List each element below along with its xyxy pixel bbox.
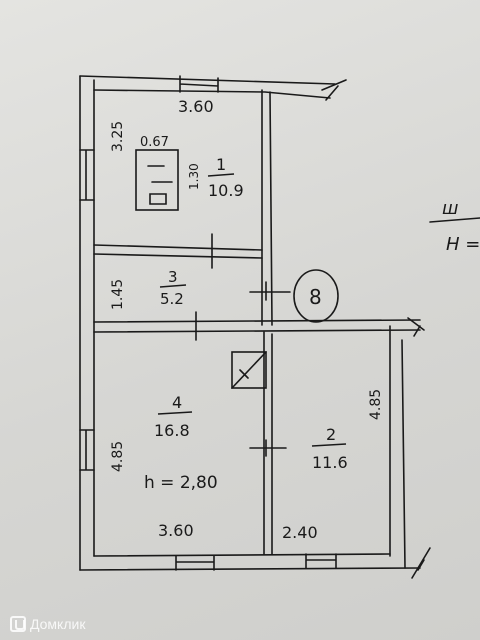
dim-stove-width: 0.67	[140, 135, 169, 150]
break-mark-right	[407, 317, 425, 337]
door-room2	[249, 439, 287, 457]
window-left-1	[79, 149, 95, 201]
watermark-label: Домклик	[30, 616, 86, 632]
room-4-number: 4	[172, 393, 182, 412]
outer-wall-top	[79, 75, 336, 99]
door-entrance	[249, 281, 291, 301]
dim-room3-height: 1.45	[110, 279, 126, 310]
domclick-logo-icon	[10, 616, 26, 632]
wall-room4-room2	[263, 331, 273, 555]
outer-wall-left	[79, 75, 95, 571]
dim-right-height: 4.85	[368, 389, 384, 420]
watermark: Домклик	[10, 616, 85, 632]
wall-room1-room3	[93, 244, 263, 259]
dim-bottom-left: 3.60	[158, 521, 194, 540]
entrance-oval	[293, 269, 339, 323]
room-1-number: 1	[216, 155, 226, 174]
room-1-area: 10.9	[208, 181, 244, 200]
window-bottom-2	[305, 553, 337, 569]
margin-note-line	[429, 217, 480, 223]
dim-room1-height: 3.25	[110, 121, 126, 152]
outer-wall-bottom	[79, 553, 421, 571]
dim-top-width: 3.60	[178, 97, 214, 116]
window-top	[179, 75, 219, 93]
wall-room1-right	[261, 89, 273, 326]
room-3-area: 5.2	[160, 290, 184, 308]
chimney-box	[231, 351, 267, 389]
wall-mid-horizontal	[93, 319, 421, 333]
entrance-marker-number: 8	[309, 285, 322, 309]
dim-stove-depth: 1.30	[187, 163, 201, 190]
window-left-2	[79, 429, 95, 471]
break-mark-top	[321, 79, 347, 101]
room-4-area: 16.8	[154, 421, 190, 440]
dim-bottom-right: 2.40	[282, 523, 318, 542]
stove	[135, 149, 179, 211]
margin-note-1: ш	[442, 198, 458, 219]
room-2-area: 11.6	[312, 453, 348, 472]
window-bottom-1	[175, 555, 215, 571]
room-2-number: 2	[326, 425, 336, 444]
room-3-number: 3	[168, 268, 178, 286]
dim-left-height: 4.85	[110, 441, 126, 472]
margin-note-2: Н =	[446, 234, 480, 255]
stove-inner	[147, 165, 173, 205]
break-mark-bottom	[411, 547, 431, 579]
outer-wall-right	[389, 325, 406, 569]
ceiling-height: h = 2,80	[144, 473, 218, 493]
